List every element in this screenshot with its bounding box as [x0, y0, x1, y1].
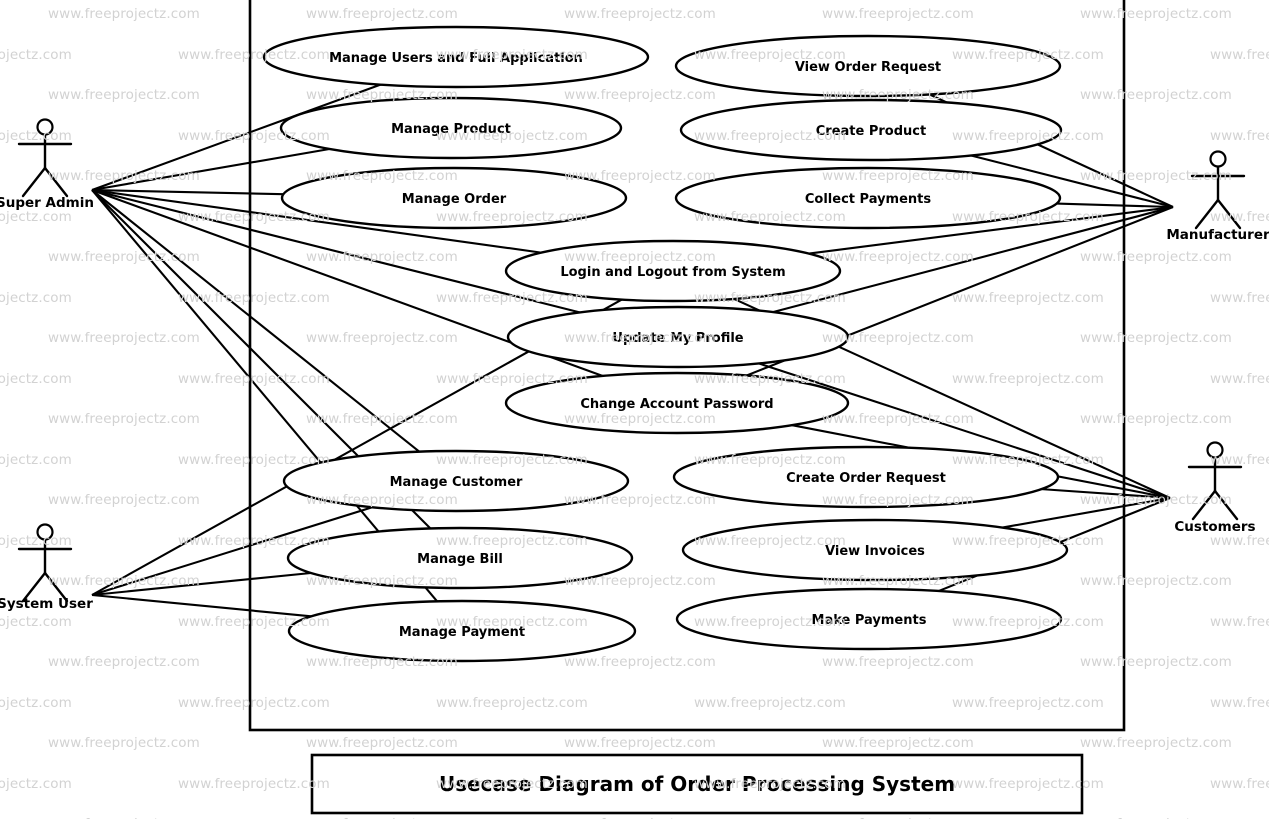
- usecase-label: View Invoices: [825, 544, 925, 559]
- title-box-rect: [310, 753, 1084, 815]
- usecase-manage-bill[interactable]: Manage Bill: [286, 526, 634, 590]
- association-line: [91, 593, 312, 618]
- association-line: [1041, 488, 1171, 500]
- association-line: [91, 188, 284, 196]
- actor-customers[interactable]: Customers: [1174, 441, 1256, 536]
- actor-manufacturer[interactable]: Manufacturer: [1166, 150, 1269, 244]
- usecase-label: Create Order Request: [786, 471, 946, 486]
- usecase-label: View Order Request: [795, 60, 941, 75]
- usecase-ellipse: [287, 599, 637, 663]
- association-line: [91, 188, 581, 314]
- usecase-label: Manage Order: [402, 192, 507, 207]
- association-line: [808, 205, 1174, 255]
- system-boundary: [248, 0, 1126, 732]
- actor-label: System User: [0, 596, 93, 612]
- usecase-label: Collect Payments: [805, 192, 932, 207]
- usecase-ellipse: [504, 239, 842, 303]
- usecase-ellipse: [504, 371, 850, 435]
- usecase-label: Create Product: [816, 124, 926, 139]
- usecase-label: Manage Bill: [417, 552, 503, 567]
- usecase-label: Login and Logout from System: [560, 265, 785, 280]
- usecase-ellipse: [679, 98, 1063, 162]
- association-line: [91, 83, 381, 191]
- actor-head-icon: [36, 118, 54, 136]
- association-line: [91, 147, 330, 192]
- usecase-ellipse: [286, 526, 634, 590]
- usecase-manage-product[interactable]: Manage Product: [279, 96, 623, 160]
- usecase-ellipse: [675, 587, 1063, 651]
- usecase-label: Manage Users and Full Application: [329, 51, 583, 66]
- usecase-label: Update My Profile: [612, 331, 743, 346]
- usecase-label: Manage Product: [391, 122, 511, 137]
- usecase-ellipse: [279, 96, 623, 160]
- usecase-label: Manage Customer: [390, 475, 523, 490]
- usecase-label: Change Account Password: [580, 397, 773, 412]
- actor-label: Manufacturer: [1166, 227, 1269, 243]
- usecase-ellipse: [262, 25, 650, 89]
- association-line: [772, 205, 1174, 314]
- usecase-login-logout[interactable]: Login and Logout from System: [504, 239, 842, 303]
- usecase-ellipse: [681, 518, 1069, 582]
- usecase-view-order-request[interactable]: View Order Request: [674, 34, 1062, 98]
- association-line: [1056, 202, 1174, 209]
- actor-super-admin[interactable]: Super Admin: [0, 118, 94, 212]
- usecase-create-product[interactable]: Create Product: [679, 98, 1063, 162]
- usecase-ellipse: [674, 166, 1062, 230]
- usecase-manage-payment[interactable]: Manage Payment: [287, 599, 637, 663]
- actor-label: Customers: [1174, 519, 1255, 535]
- actor-head-icon: [1209, 150, 1227, 168]
- actor-system-user[interactable]: System User: [0, 523, 93, 613]
- usecase-update-profile[interactable]: Update My Profile: [506, 305, 850, 369]
- association-line: [970, 154, 1174, 209]
- actor-label: Super Admin: [0, 195, 94, 211]
- usecase-create-order-request[interactable]: Create Order Request: [672, 445, 1060, 509]
- actor-right-leg-line: [43, 166, 69, 198]
- actor-right-leg-line: [43, 571, 69, 603]
- association-line: [1002, 496, 1171, 529]
- usecase-label: Make Payments: [812, 613, 927, 628]
- actor-right-leg-line: [1216, 198, 1242, 230]
- association-line: [758, 362, 1171, 499]
- actor-left-leg-line: [1191, 489, 1217, 521]
- usecase-make-payments[interactable]: Make Payments: [675, 587, 1063, 651]
- actor-left-leg-line: [1194, 198, 1220, 230]
- actor-head-icon: [1206, 441, 1224, 459]
- usecase-ellipse: [506, 305, 850, 369]
- usecase-view-invoices[interactable]: View Invoices: [681, 518, 1069, 582]
- usecase-manage-order[interactable]: Manage Order: [280, 166, 628, 230]
- actor-head-icon: [36, 523, 54, 541]
- usecase-ellipse: [672, 445, 1060, 509]
- association-line: [91, 188, 542, 254]
- actor-left-leg-line: [21, 571, 47, 603]
- association-line: [91, 571, 312, 597]
- usecase-ellipse: [674, 34, 1062, 98]
- association-line: [91, 189, 420, 453]
- usecase-ellipse: [282, 449, 630, 513]
- association-line: [91, 506, 373, 597]
- actor-right-leg-line: [1213, 489, 1239, 521]
- actor-left-leg-line: [21, 166, 47, 198]
- usecase-change-password[interactable]: Change Account Password: [504, 371, 850, 435]
- usecase-manage-customer[interactable]: Manage Customer: [282, 449, 630, 513]
- diagram-title-box: Usecase Diagram of Order Processing Syst…: [310, 753, 1084, 815]
- usecase-label: Manage Payment: [399, 625, 525, 640]
- diagram-title: Usecase Diagram of Order Processing Syst…: [439, 772, 955, 796]
- usecase-manage-users[interactable]: Manage Users and Full Application: [262, 25, 650, 89]
- usecase-ellipse: [280, 166, 628, 230]
- usecase-collect-payments[interactable]: Collect Payments: [674, 166, 1062, 230]
